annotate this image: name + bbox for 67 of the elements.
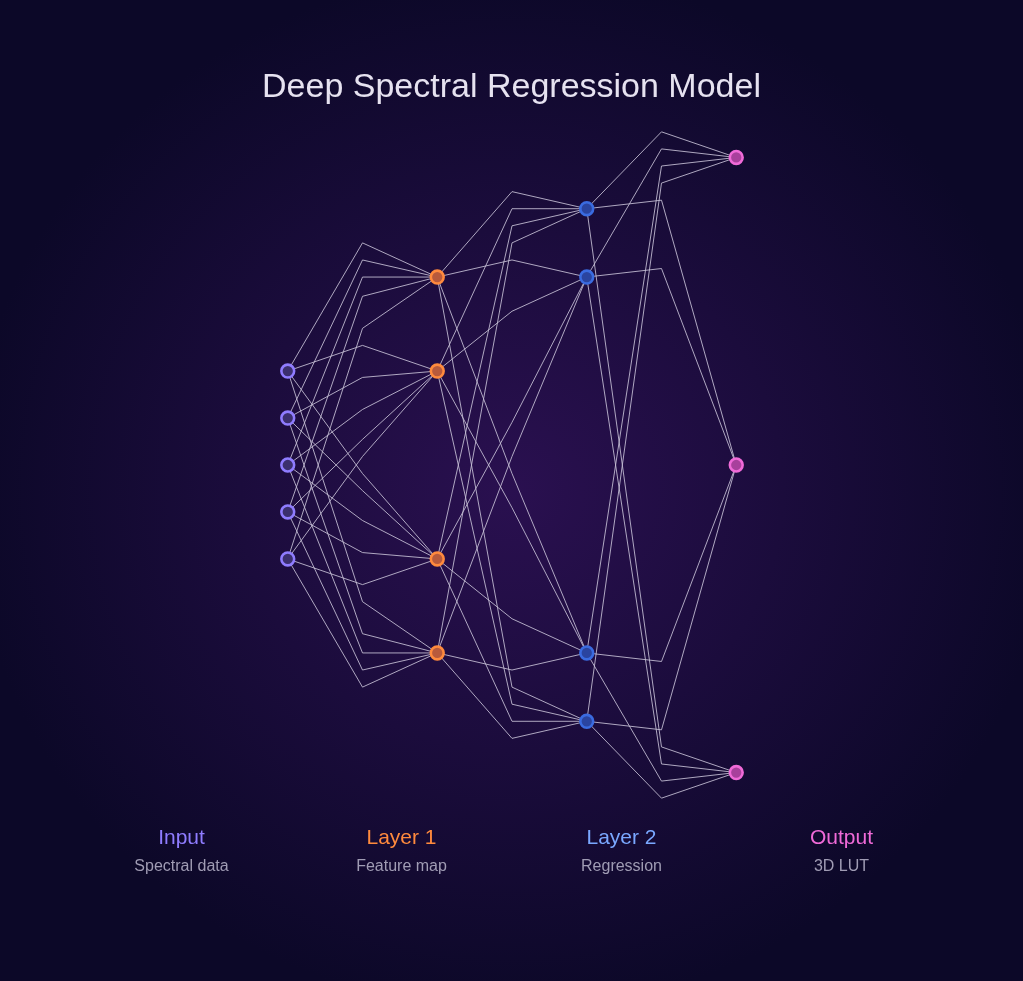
connector [440,191,581,273]
column-subtitle: Feature map [356,857,447,875]
column-subtitle: Spectral data [134,857,229,875]
connector [437,209,581,554]
connector [291,373,432,462]
node-circle [728,149,744,166]
connector [592,470,734,662]
connector [292,514,431,559]
connector [589,658,730,782]
connector [442,259,581,277]
connector [288,278,431,507]
column-heading: Input [158,825,205,849]
node-circle [279,363,295,379]
connector [289,259,431,413]
column-heading: Layer 2 [586,825,657,849]
connector [290,242,432,366]
connector [288,280,432,554]
connector [437,376,581,721]
node-circle [429,269,445,285]
connector [289,517,431,671]
connector [288,376,432,650]
connector [441,562,581,651]
connector [439,208,581,366]
connector [589,148,730,272]
connector [439,564,581,722]
column-heading: Layer 1 [366,825,437,849]
connector [590,131,731,205]
node-circle [578,201,594,217]
column-heading: Output [809,825,873,849]
connector [291,468,432,557]
connector [440,657,581,739]
node-circle [279,457,295,473]
node-circle [578,645,594,661]
node-circle [728,764,744,781]
connector [441,279,581,368]
connector [292,371,431,416]
connector [289,470,431,654]
connector [592,470,735,731]
connector [437,282,581,720]
connector [289,276,431,460]
connector [290,375,433,555]
connector [590,725,731,799]
node-circle [728,457,744,473]
column-subtitle: 3D LUT [813,857,870,875]
connector [442,653,581,671]
connector [291,422,433,556]
node-circle [429,551,445,567]
node-circle [429,363,445,379]
connector [292,560,432,586]
node-circle [429,645,445,661]
connector [592,268,734,460]
connector [437,210,581,648]
connector [290,564,432,688]
node-circle [578,713,594,729]
column-subtitle: Regression [581,857,662,875]
connector [439,282,584,554]
node-circle [279,410,295,426]
node-circle [578,269,594,285]
connector [439,376,584,648]
connector [292,344,432,370]
connector [288,423,431,652]
node-circle [279,551,295,567]
connector [438,282,585,648]
connector [291,374,433,508]
diagram-title: Deep Spectral Regression Model [262,66,761,105]
connector [592,199,735,460]
node-circle [279,504,295,520]
